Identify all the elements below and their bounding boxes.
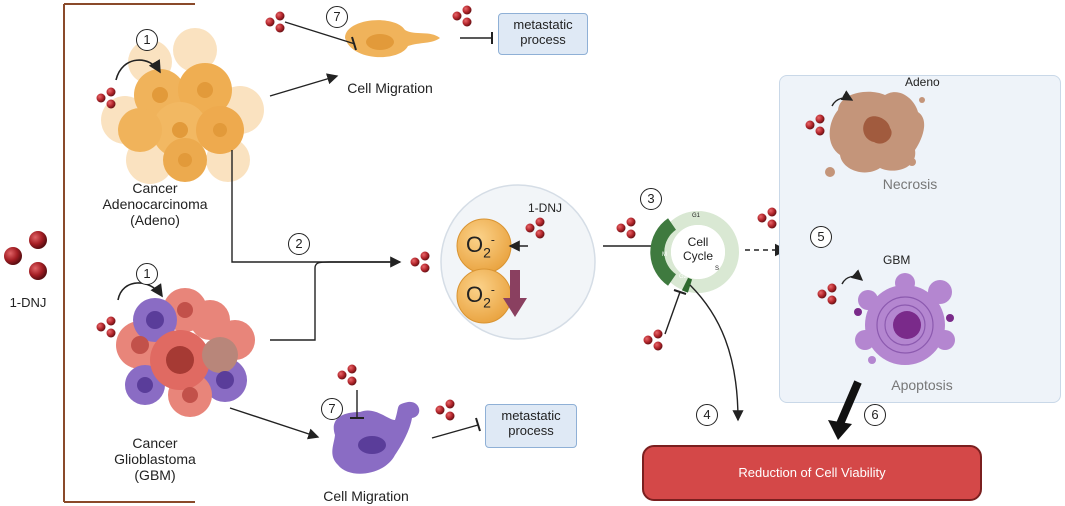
dnj-dose-necrosis — [805, 114, 825, 136]
superoxide-label-2: O2- — [466, 282, 495, 311]
necrosis-label: Necrosis — [882, 176, 938, 192]
dnj-molecule-large — [4, 231, 47, 280]
dnj-dose-apoptosis — [817, 283, 837, 305]
phase-s: S — [715, 266, 720, 272]
phase-g2: G2 — [679, 274, 688, 280]
gbm-tag: GBM — [883, 253, 911, 267]
phase-g1: G1 — [692, 213, 701, 219]
step-3: 3 — [640, 188, 662, 210]
step-6: 6 — [864, 404, 886, 426]
step-1-adeno: 1 — [136, 29, 158, 51]
inhibit-migration-top — [284, 21, 357, 51]
inhibit-metastatic-bottom — [431, 417, 481, 439]
apoptosis-uptake-arrow — [841, 269, 864, 285]
step-7-top: 7 — [326, 6, 348, 28]
inhibit-g2-arrow — [664, 289, 687, 335]
superoxide-label-1: O2- — [466, 232, 495, 261]
gbm-to-migration-arrow — [229, 407, 320, 440]
adeno-label: Cancer Adenocarcinoma (Adeno) — [102, 180, 208, 229]
metastatic-process-box-bottom: metastatic process — [485, 404, 577, 448]
apoptotic-cell — [854, 273, 955, 365]
superoxide-panel — [440, 184, 596, 340]
gbm-cell-cluster — [116, 288, 255, 417]
necrotic-cell — [825, 91, 925, 177]
metastatic-process-box-top: metastatic process — [498, 13, 588, 55]
pathway-2-connector — [231, 150, 402, 341]
inhibit-metastatic-top — [460, 32, 493, 44]
adeno-cell-cluster — [101, 28, 264, 184]
adeno-to-migration-arrow — [269, 73, 339, 97]
cycle-to-viability-arrow — [689, 284, 744, 422]
compound-label: 1-DNJ — [9, 295, 47, 310]
compound-bracket — [63, 3, 195, 503]
step-1-gbm: 1 — [136, 263, 158, 285]
step-4: 4 — [696, 404, 718, 426]
cell-cycle-ring — [650, 211, 739, 293]
phase-m: M — [662, 252, 667, 258]
superoxide-compound-label: 1-DNJ — [527, 201, 562, 215]
adeno-uptake-arrow — [115, 59, 161, 81]
necrosis-uptake-arrow — [831, 90, 854, 107]
step-5: 5 — [810, 226, 832, 248]
migrating-adeno-cell — [345, 20, 440, 58]
step-7-bottom: 7 — [321, 398, 343, 420]
cell-migration-label-top: Cell Migration — [347, 80, 433, 96]
death-to-result-arrowhead — [828, 420, 852, 440]
death-to-result-arrow — [836, 380, 862, 426]
gbm-uptake-arrow — [117, 282, 163, 301]
migrating-gbm-cell — [332, 401, 420, 474]
cell-cycle-label: Cell Cycle — [682, 235, 713, 263]
adeno-tag: Adeno — [905, 75, 940, 89]
reduction-viability-box: Reduction of Cell Viability — [642, 445, 982, 501]
apoptosis-label: Apoptosis — [891, 377, 953, 393]
inhibit-migration-bottom — [350, 390, 364, 419]
cell-migration-label-bottom: Cell Migration — [323, 488, 409, 504]
gbm-label: Cancer Glioblastoma (GBM) — [114, 435, 196, 484]
step-2: 2 — [288, 233, 310, 255]
